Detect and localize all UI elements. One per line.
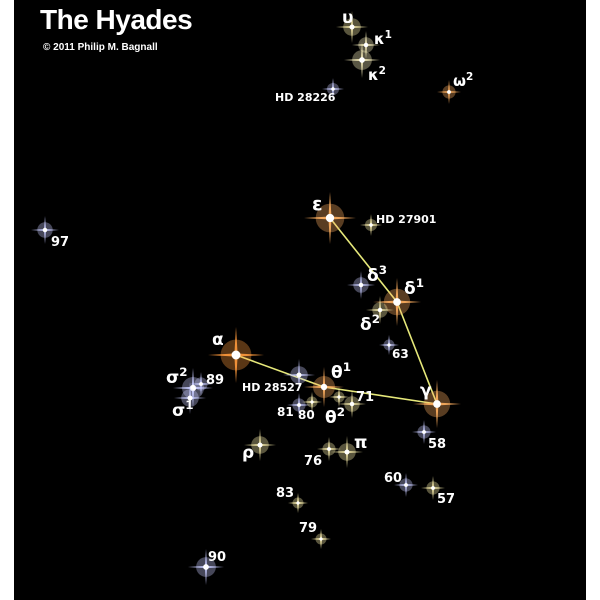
star-label-alpha: α <box>212 330 224 350</box>
star-hd28527 <box>283 359 315 391</box>
star-60 <box>394 473 418 497</box>
star-label-80: 80 <box>298 408 315 422</box>
star-upsilon <box>336 11 368 43</box>
star-label-57: 57 <box>437 492 455 507</box>
star-rho <box>244 429 276 461</box>
star-97 <box>31 216 59 244</box>
star-label-rho: ρ <box>242 443 254 463</box>
star-57 <box>421 476 445 500</box>
star-label-hd27901: HD 27901 <box>376 213 436 226</box>
star-label-90: 90 <box>208 550 226 565</box>
asterism-line-delta1-gamma <box>396 301 438 405</box>
star-label-sigma2: σ2 <box>166 365 188 388</box>
star-label-theta1: θ1 <box>331 360 351 383</box>
star-epsilon <box>304 192 356 244</box>
star-sigma1 <box>174 382 206 414</box>
star-81 <box>287 393 311 417</box>
asterism-line-epsilon-delta1 <box>329 217 398 303</box>
star-theta1 <box>304 367 344 407</box>
asterism-line-theta1-gamma <box>323 386 438 405</box>
star-label-epsilon: ε <box>312 193 323 215</box>
star-63 <box>379 335 399 355</box>
star-label-76: 76 <box>304 454 322 469</box>
star-label-83: 83 <box>276 486 294 501</box>
chart-title: The Hyades <box>40 4 193 35</box>
star-kappa2 <box>344 42 380 78</box>
star-theta2 <box>338 390 366 418</box>
star-delta3 <box>347 271 375 299</box>
star-gamma <box>413 380 461 428</box>
star-label-97: 97 <box>51 235 69 250</box>
star-label-89: 89 <box>206 373 224 388</box>
star-delta1 <box>373 278 421 326</box>
asterism-line-alpha-theta1 <box>235 354 325 388</box>
star-map: υ κ1 κ2 HD 28226 ω2 ε HD 27901 97 δ3 δ1 δ2 63 α σ2 89 σ… <box>31 8 473 585</box>
star-label-delta2: δ2 <box>360 312 380 335</box>
star-58 <box>412 420 436 444</box>
star-label-omega2: ω2 <box>453 71 473 90</box>
star-label-58: 58 <box>428 437 446 452</box>
star-83 <box>288 493 308 513</box>
star-label-theta2: θ2 <box>325 405 345 428</box>
star-delta2 <box>366 296 394 324</box>
star-alpha <box>208 327 264 383</box>
star-71 <box>329 387 349 407</box>
star-omega2 <box>437 80 461 104</box>
star-label-delta3: δ3 <box>367 263 387 286</box>
star-hd28226 <box>322 78 344 100</box>
star-hd27901 <box>360 214 382 236</box>
star-label-hd28226: HD 28226 <box>275 91 336 104</box>
hyades-star-chart: The Hyades © 2011 Philip M. Bagnall υ κ1 κ… <box>14 0 586 600</box>
star-sigma2 <box>173 368 213 408</box>
star-label-60: 60 <box>384 471 402 486</box>
star-label-delta1: δ1 <box>404 276 424 299</box>
star-label-63: 63 <box>392 347 409 361</box>
copyright-notice: © 2011 Philip M. Bagnall <box>43 42 158 53</box>
star-76 <box>317 437 341 461</box>
star-label-pi: π <box>354 433 367 453</box>
star-89 <box>189 372 213 396</box>
star-90 <box>188 549 224 585</box>
star-label-81: 81 <box>277 405 294 419</box>
star-label-upsilon: υ <box>342 8 353 28</box>
star-label-71: 71 <box>356 390 374 405</box>
star-label-sigma1: σ1 <box>172 398 194 421</box>
star-label-kappa2: κ2 <box>368 65 386 84</box>
star-label-hd28527: HD 28527 <box>242 381 302 394</box>
star-label-79: 79 <box>299 521 317 536</box>
star-label-kappa1: κ1 <box>374 29 392 48</box>
star-label-gamma: γ <box>420 381 432 401</box>
star-pi <box>331 436 363 468</box>
star-80 <box>302 392 322 412</box>
star-79 <box>311 529 331 549</box>
